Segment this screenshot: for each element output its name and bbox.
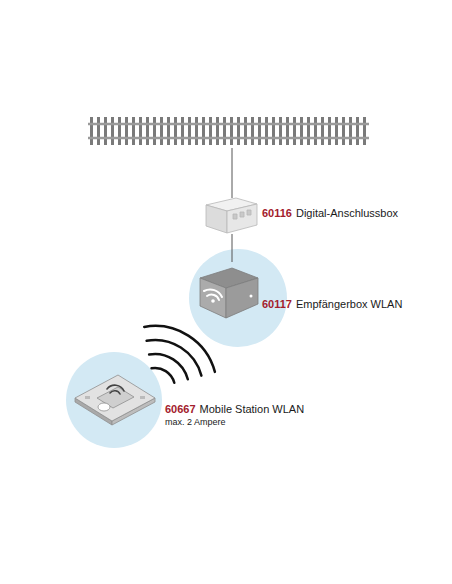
track-wire bbox=[232, 148, 233, 198]
article-number: 60117 bbox=[262, 298, 292, 310]
device-name: Mobile Station WLAN bbox=[200, 403, 305, 415]
label-row: max. 2 Ampere bbox=[165, 417, 226, 428]
device-name: Digital-Anschlussbox bbox=[296, 207, 398, 219]
device-node: 60667Mobile Station WLANmax. 2 Ampere bbox=[72, 370, 158, 428]
receiver-box bbox=[200, 268, 258, 318]
device-name: Empfängerbox WLAN bbox=[296, 298, 402, 310]
label-row: 60667 Mobile Station WLAN bbox=[165, 403, 304, 416]
wire bbox=[232, 234, 233, 262]
halo bbox=[66, 352, 162, 448]
label-row: 60117 Empfängerbox WLAN bbox=[262, 298, 402, 311]
track bbox=[88, 117, 369, 145]
device-name: max. 2 Ampere bbox=[165, 417, 226, 427]
wireless-waves bbox=[144, 326, 215, 383]
article-number: 60116 bbox=[262, 207, 292, 219]
mobile-station bbox=[75, 375, 155, 425]
connection-box bbox=[206, 198, 257, 233]
article-number: 60667 bbox=[165, 403, 196, 415]
label-row: 60116 Digital-Anschlussbox bbox=[262, 207, 398, 220]
device-node: 60116Digital-Anschlussbox bbox=[205, 198, 259, 234]
device-node: 60117Empfängerbox WLAN bbox=[198, 262, 260, 320]
